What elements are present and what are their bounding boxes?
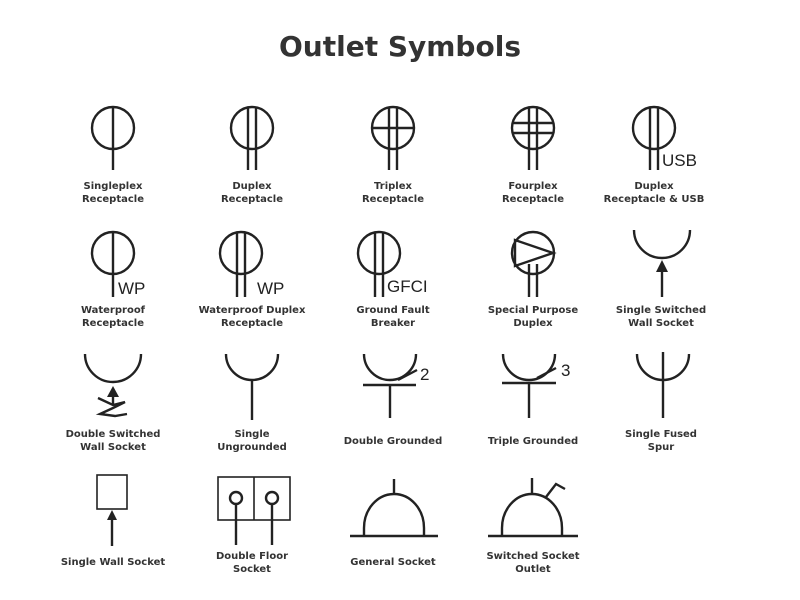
symbol-fourplex-receptacle: Fourplex Receptacle — [458, 90, 608, 220]
count-tag: 2 — [420, 365, 429, 384]
double-switched-wall-socket-icon — [83, 353, 143, 418]
double-grounded-icon: 2 — [362, 353, 429, 418]
symbol-label: Double Floor Socket — [215, 551, 289, 575]
symbol-label: Triple Grounded — [487, 436, 579, 447]
gfci-tag: GFCI — [387, 277, 428, 296]
single-fused-spur-icon — [635, 352, 691, 418]
ground-fault-breaker-icon: GFCI — [356, 230, 428, 297]
symbol-label: Triplex Receptacle — [361, 181, 425, 205]
switched-socket-outlet-icon — [488, 478, 578, 538]
symbol-ground-fault-breaker: GFCI Ground Fault Breaker — [318, 220, 468, 340]
duplex-receptacle-icon — [229, 105, 275, 170]
symbol-single-wall-socket: Single Wall Socket — [38, 470, 188, 580]
symbol-double-floor-socket: Double Floor Socket — [177, 470, 327, 580]
symbol-label: Fourplex Receptacle — [501, 181, 565, 205]
symbol-label: Switched Socket Outlet — [486, 551, 580, 575]
single-wall-socket-icon — [96, 474, 128, 546]
symbol-special-purpose-duplex: Special Purpose Duplex — [458, 220, 608, 340]
symbol-triple-grounded: 3 Triple Grounded — [458, 350, 608, 460]
symbol-label: Duplex Receptacle & USB — [603, 181, 705, 205]
general-socket-icon — [350, 479, 438, 538]
wp-tag: WP — [118, 279, 145, 298]
symbol-label: Single Ungrounded — [217, 429, 287, 453]
symbol-label: General Socket — [350, 557, 436, 568]
single-ungrounded-icon — [224, 353, 280, 420]
symbol-single-fused-spur: Single Fused Spur — [586, 350, 736, 460]
duplex-usb-receptacle-icon: USB — [631, 105, 697, 170]
symbol-singleplex-receptacle: Singleplex Receptacle — [38, 90, 188, 220]
single-switched-wall-socket-icon — [632, 229, 692, 297]
wp-tag: WP — [257, 279, 284, 298]
symbol-single-switched-wall-socket: Single Switched Wall Socket — [586, 220, 736, 340]
symbol-label: Ground Fault Breaker — [356, 305, 430, 329]
symbol-label: Single Fused Spur — [625, 429, 697, 453]
symbol-label: Double Switched Wall Socket — [65, 429, 161, 453]
symbol-single-ungrounded: Single Ungrounded — [177, 350, 327, 460]
symbol-label: Waterproof Receptacle — [80, 305, 146, 329]
waterproof-duplex-receptacle-icon: WP — [218, 230, 284, 298]
symbol-duplex-receptacle: Duplex Receptacle — [177, 90, 327, 220]
symbol-label: Special Purpose Duplex — [487, 305, 579, 329]
special-purpose-duplex-icon — [510, 230, 557, 297]
symbol-label: Single Wall Socket — [60, 557, 166, 568]
symbol-label: Singleplex Receptacle — [81, 181, 145, 205]
fourplex-receptacle-icon — [510, 105, 556, 170]
symbol-label: Single Switched Wall Socket — [615, 305, 707, 329]
symbol-label: Waterproof Duplex Receptacle — [198, 305, 306, 329]
triplex-receptacle-icon — [370, 105, 416, 170]
triple-grounded-icon: 3 — [501, 353, 570, 418]
symbol-switched-socket-outlet: Switched Socket Outlet — [458, 470, 608, 580]
symbol-double-switched-wall-socket: Double Switched Wall Socket — [38, 350, 188, 460]
symbol-double-grounded: 2 Double Grounded — [318, 350, 468, 460]
symbol-label: Duplex Receptacle — [220, 181, 284, 205]
symbol-waterproof-duplex-receptacle: WP Waterproof Duplex Receptacle — [177, 220, 327, 340]
symbol-general-socket: General Socket — [318, 470, 468, 580]
symbol-waterproof-receptacle: WP Waterproof Receptacle — [38, 220, 188, 340]
singleplex-receptacle-icon — [90, 105, 136, 170]
count-tag: 3 — [561, 361, 570, 380]
symbol-duplex-receptacle-usb: USB Duplex Receptacle & USB — [586, 90, 736, 220]
double-floor-socket-icon — [217, 476, 291, 545]
symbol-label: Double Grounded — [343, 436, 443, 447]
usb-tag: USB — [662, 151, 697, 170]
page-title: Outlet Symbols — [279, 30, 521, 63]
symbol-triplex-receptacle: Triplex Receptacle — [318, 90, 468, 220]
waterproof-receptacle-icon: WP — [90, 230, 145, 298]
